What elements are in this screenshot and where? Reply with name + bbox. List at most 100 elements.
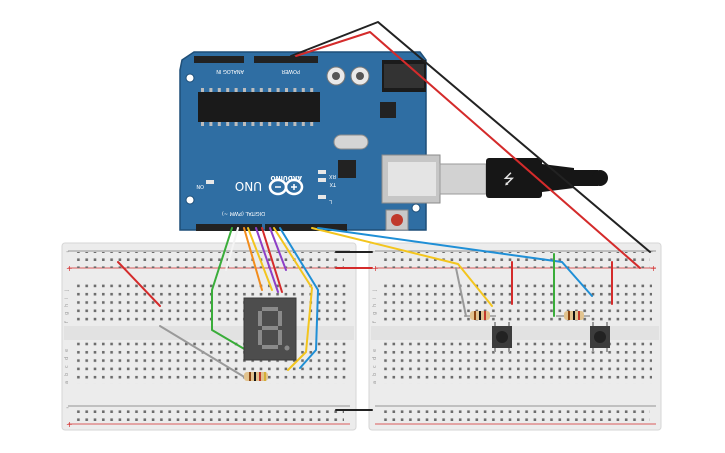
push-button-2[interactable] (590, 322, 610, 352)
wire-yellow-seg-2 (273, 227, 313, 371)
wire-5v (295, 31, 641, 269)
chip-pin (259, 88, 263, 92)
breadboard-right: + - + - j i h g f e d c b a (368, 242, 662, 431)
push-button-1[interactable] (492, 322, 512, 352)
chip-pin (251, 122, 255, 126)
wires (117, 21, 651, 411)
on-led (206, 180, 214, 184)
segment-dp (284, 345, 290, 351)
minus-label: - (66, 247, 69, 256)
chip-pin (226, 122, 230, 126)
chip-pin (251, 88, 255, 92)
tx-led (318, 178, 326, 182)
chip-pin (234, 122, 238, 126)
segment-f (258, 311, 262, 326)
rx-label: RX (329, 173, 336, 179)
chip-pin (310, 88, 314, 92)
svg-text:i: i (372, 298, 378, 299)
plus-label-bottom: + (66, 420, 73, 429)
chip-pin (285, 122, 288, 126)
segment-b (278, 311, 282, 326)
resistor-right-1 (464, 311, 496, 320)
chip-pin (301, 88, 305, 92)
usb-cable: ⭍ (439, 158, 608, 198)
svg-text:i: i (64, 298, 70, 299)
digital-header-low (196, 224, 262, 231)
chip-pin (209, 88, 213, 92)
svg-text:g: g (64, 312, 70, 315)
segment-g (262, 326, 278, 330)
resistor-left (244, 372, 268, 381)
svg-text:b: b (64, 373, 70, 376)
segment-c (278, 330, 282, 345)
svg-text:d: d (372, 357, 378, 360)
svg-text:j: j (64, 290, 70, 292)
chip-pin (209, 122, 213, 126)
reset-button-cap[interactable] (391, 214, 403, 226)
segment-e (258, 330, 262, 345)
voltage-regulator (380, 102, 396, 118)
wire-purple-seg (255, 227, 279, 293)
minus-label-right-end: - (650, 247, 653, 256)
svg-text:e: e (64, 349, 70, 352)
row-labels-top-right: j i h g f (372, 290, 378, 323)
digital-header-high (265, 224, 347, 231)
chip-pin (293, 122, 297, 126)
chip-pin (217, 88, 221, 92)
segment-d (262, 345, 278, 349)
segment-a (262, 307, 278, 311)
svg-text:h: h (64, 304, 70, 307)
rx-led (318, 170, 326, 174)
svg-text:c: c (372, 365, 378, 368)
wire-red-left (117, 261, 161, 307)
tx-label: TX (329, 181, 337, 187)
chip-pin (259, 122, 263, 126)
minus-label-right: - (372, 247, 375, 256)
crystal-oscillator (333, 134, 369, 150)
resistor-right-2 (556, 311, 590, 320)
chip-pin (276, 122, 280, 126)
power-header (254, 56, 318, 63)
chip-pin (243, 88, 246, 92)
power-label: POWER (281, 68, 300, 74)
usb-symbol-icon: ⭍ (503, 172, 515, 188)
row-labels-bottom-right: e d c b a (372, 349, 378, 384)
arduino-uno-board[interactable]: ANALOG IN POWER DIGITAL (PWM ~) RX TX L … (179, 51, 441, 231)
chip-pins (201, 88, 314, 126)
wire-gnd (290, 21, 651, 253)
brand-label: ARDUINO (271, 174, 302, 181)
atmega-chip (198, 92, 320, 122)
chip-pin (217, 122, 221, 126)
wire-white-seg (225, 227, 239, 271)
chip-pin (301, 122, 305, 126)
svg-text:a: a (64, 381, 70, 384)
svg-text:h: h (372, 304, 378, 307)
analog-in-label: ANALOG IN (216, 68, 244, 74)
wire-red-seg (261, 227, 283, 293)
chip-pin (226, 88, 230, 92)
plus-label: + (66, 264, 73, 273)
chip-pin (276, 88, 280, 92)
arduino-logo (268, 178, 304, 196)
mounting-hole (185, 73, 195, 83)
row-labels-bottom-left: e d c b a (64, 349, 70, 384)
model-label: UNO (235, 179, 262, 193)
wire-blue-seg (279, 227, 319, 369)
plus-label-right-end: + (650, 264, 657, 273)
wire-yellow-seg (247, 227, 273, 291)
analog-header (194, 56, 244, 63)
breadboard-left: + - + - j i h g f e d c b a (61, 242, 357, 431)
svg-text:e: e (372, 349, 378, 352)
on-label: ON (196, 183, 204, 189)
chip-pin (268, 88, 272, 92)
chip-pin (234, 88, 238, 92)
wire-yellow-button (311, 227, 493, 307)
chip-pin (201, 122, 204, 126)
resistor-lead (159, 325, 247, 379)
svg-text:f: f (64, 321, 70, 323)
wire-gray-right (455, 267, 467, 317)
row-labels-top-left: j i h g f (64, 290, 70, 323)
wire-blue-button (317, 227, 593, 297)
